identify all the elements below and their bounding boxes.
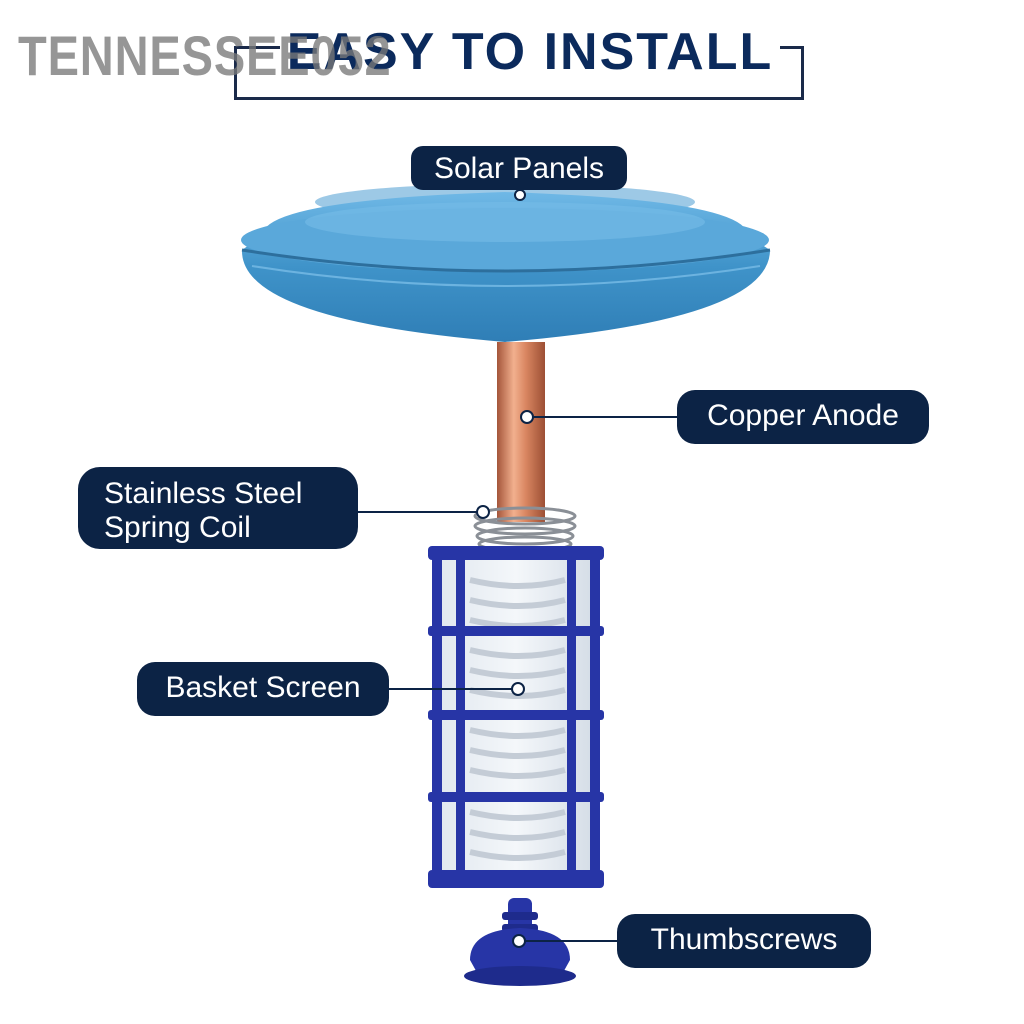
label-solar-panels: Solar Panels	[411, 146, 627, 190]
thumbscrew	[464, 898, 576, 986]
title-frame	[234, 46, 804, 100]
page-title: EASY TO INSTALL	[280, 22, 780, 82]
label-spring-coil: Stainless Steel Spring Coil	[78, 467, 358, 549]
leader-lines	[358, 186, 678, 948]
label-thumbscrews: Thumbscrews	[617, 914, 871, 968]
label-copper-anode: Copper Anode	[677, 390, 929, 444]
basket-screen	[428, 546, 604, 888]
copper-anode-rod	[497, 342, 545, 522]
float-body	[241, 184, 771, 342]
watermark: TENNESSEE052	[18, 24, 392, 87]
label-basket-screen: Basket Screen	[137, 662, 389, 716]
